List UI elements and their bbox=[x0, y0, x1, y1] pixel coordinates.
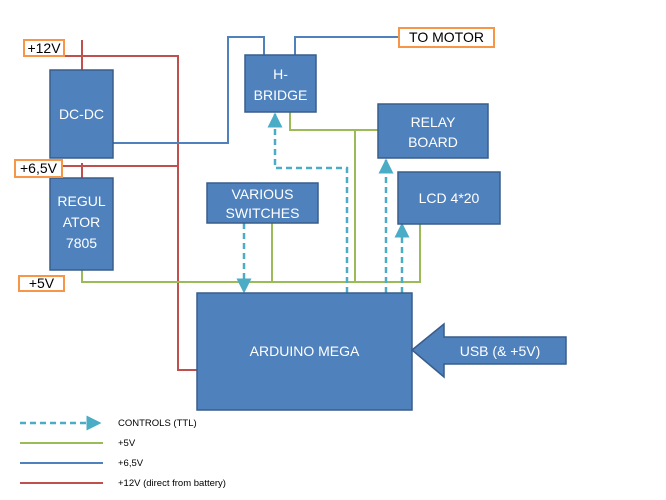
various-switches-block: VARIOUS SWITCHES bbox=[206, 182, 319, 224]
svg-text:TO MOTOR: TO MOTOR bbox=[409, 29, 484, 45]
svg-text:+12V: +12V bbox=[27, 40, 61, 56]
legend-item-12v: +12V (direct from battery) bbox=[20, 478, 226, 489]
lcd-block: LCD 4*20 bbox=[397, 171, 501, 225]
regulator-label-line1: REGUL bbox=[57, 193, 105, 209]
switches-label-line1: VARIOUS bbox=[232, 186, 294, 202]
legend-item-controls: CONTROLS (TTL) bbox=[20, 415, 197, 431]
svg-text:+5V: +5V bbox=[29, 275, 55, 291]
relay-board-block: RELAY BOARD bbox=[377, 103, 489, 159]
relay-label-line1: RELAY bbox=[411, 114, 457, 130]
legend-item-6v5: +6,5V bbox=[20, 458, 144, 469]
legend-label-controls: CONTROLS (TTL) bbox=[118, 418, 197, 429]
legend-label-6v5: +6,5V bbox=[118, 458, 144, 469]
legend-label-5v: +5V bbox=[118, 438, 136, 449]
legend-item-5v: +5V bbox=[20, 438, 136, 449]
wire-12v bbox=[62, 40, 197, 371]
label-5v: +5V bbox=[18, 275, 65, 292]
h-bridge-label-line1: H- bbox=[273, 66, 288, 82]
label-6v5: +6,5V bbox=[14, 159, 63, 178]
h-bridge-label-line2: BRIDGE bbox=[254, 87, 308, 103]
label-12v: +12V bbox=[23, 39, 65, 57]
label-to-motor: TO MOTOR bbox=[398, 27, 495, 48]
regulator-label-line3: 7805 bbox=[66, 235, 97, 251]
arduino-mega-block: ARDUINO MEGA bbox=[196, 292, 413, 411]
legend-label-12v: +12V (direct from battery) bbox=[118, 478, 226, 489]
usb-label: USB (& +5V) bbox=[460, 343, 541, 359]
dc-dc-label: DC-DC bbox=[59, 106, 104, 122]
arduino-label: ARDUINO MEGA bbox=[250, 343, 360, 359]
usb-input-arrow: USB (& +5V) bbox=[410, 322, 567, 379]
svg-text:+6,5V: +6,5V bbox=[20, 160, 58, 176]
dc-dc-converter-block: DC-DC bbox=[49, 69, 114, 159]
legend: CONTROLS (TTL) +5V +6,5V +12V (direct fr… bbox=[20, 415, 226, 489]
regulator-label-line2: ATOR bbox=[63, 214, 101, 230]
lcd-label: LCD 4*20 bbox=[419, 190, 480, 206]
wire-controls bbox=[236, 112, 410, 294]
h-bridge-block: H- BRIDGE bbox=[244, 54, 317, 113]
switches-label-line2: SWITCHES bbox=[226, 205, 300, 221]
relay-label-line2: BOARD bbox=[408, 134, 458, 150]
regulator-block: REGUL ATOR 7805 bbox=[49, 177, 114, 271]
wire-6v5 bbox=[113, 36, 399, 144]
